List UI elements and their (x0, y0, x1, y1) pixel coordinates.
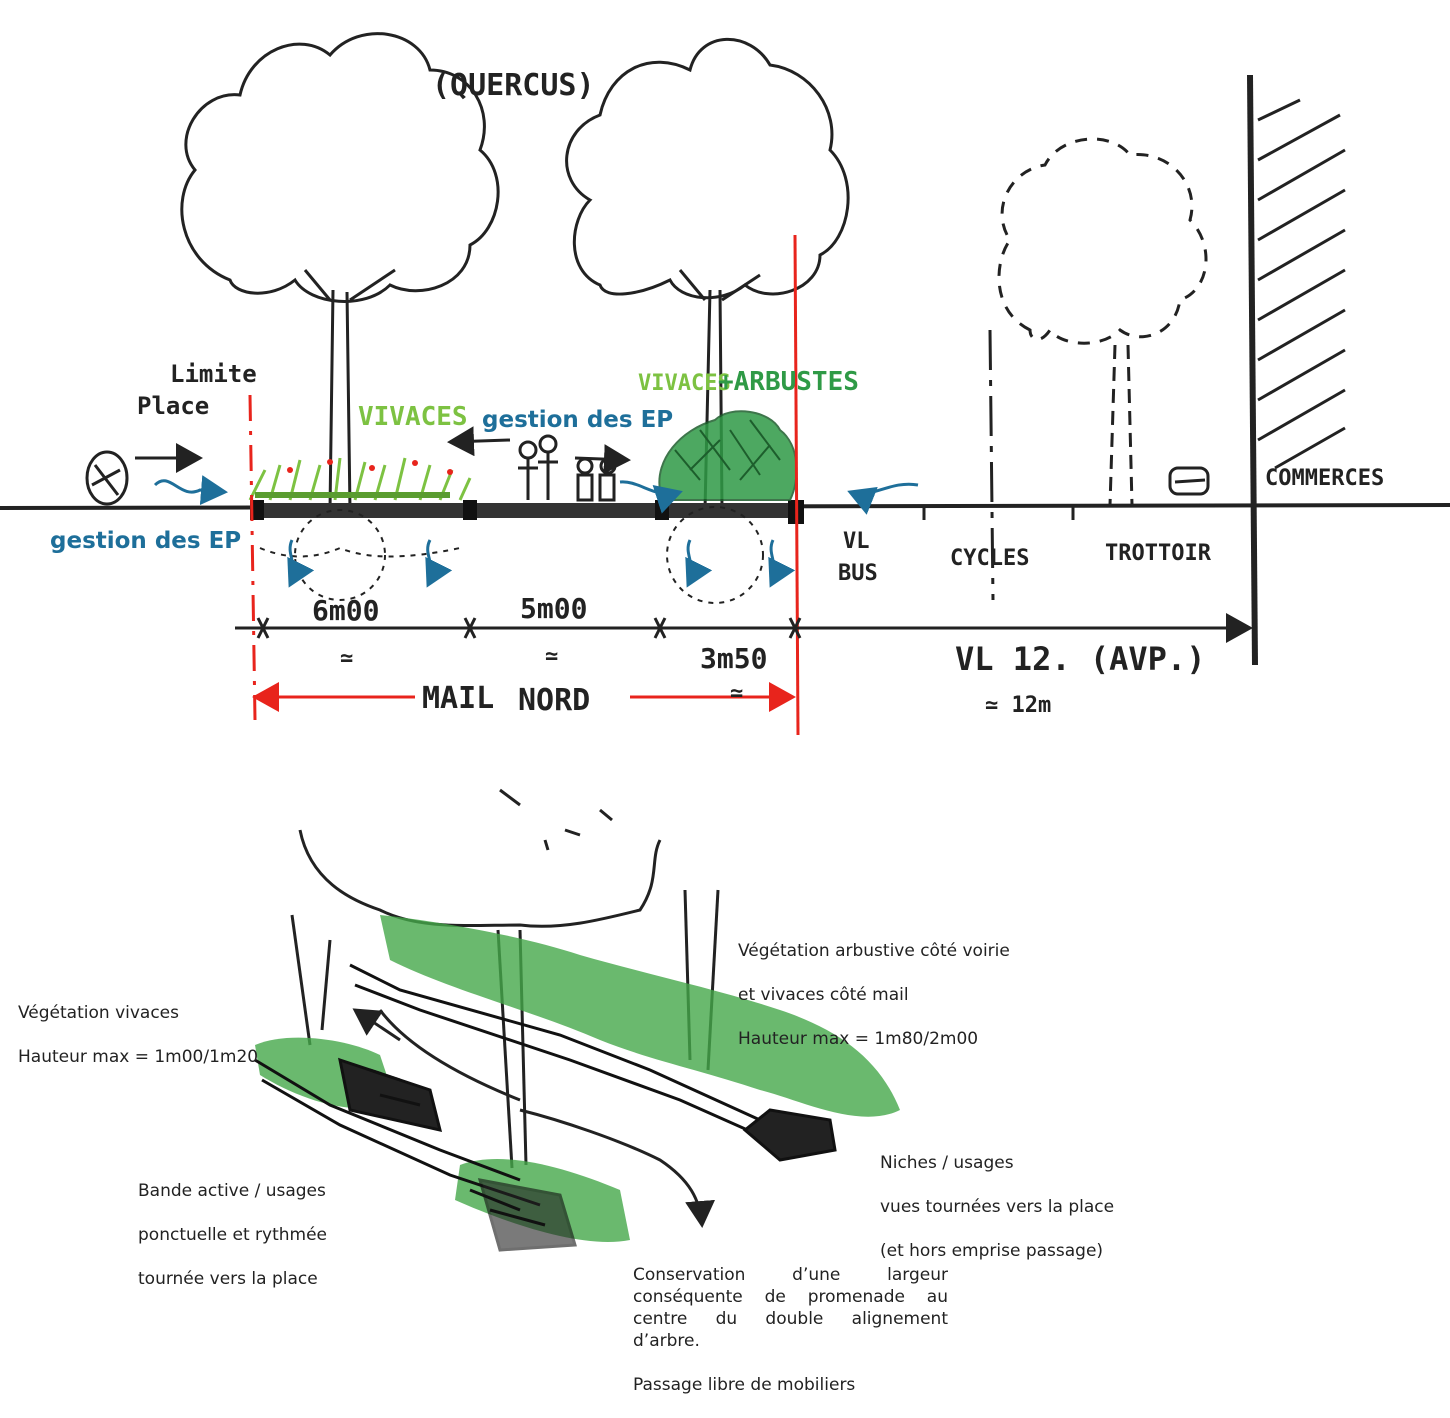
vl12-width-label: ≃ 12m (985, 693, 1051, 718)
mail-slab (255, 503, 795, 518)
cycles-label: CYCLES (950, 546, 1029, 571)
tree-trunk-dashed (1108, 344, 1134, 506)
building-wall (1247, 74, 1258, 666)
gestion-ep-top-label: gestion des EP (482, 407, 673, 433)
gestion-ep-left-label: gestion des EP (50, 528, 241, 554)
approx-2: ≃ (545, 644, 558, 669)
perspective-canopy (298, 829, 662, 928)
mail-label: MAIL (422, 681, 494, 716)
note-conservation: Conservation d’une largeur conséquente d… (633, 1265, 948, 1395)
red-limit-right (793, 234, 800, 736)
sketch-drawing: (QUERCUS) Limite Place VIVACES VIVACES +… (0, 32, 1450, 1252)
note-bande-active: Bande active / usages ponctuelle et ryth… (138, 1181, 328, 1289)
tree-trunk-left (303, 268, 396, 511)
tree-canopy-right (565, 37, 850, 300)
root-zone-right (666, 506, 764, 604)
promenade-arrow (519, 1108, 716, 1228)
tree-species-label: (QUERCUS) (432, 68, 595, 103)
limite-label-1: Limite (170, 360, 257, 388)
planting-vivaces (248, 457, 472, 501)
building-hatch (1257, 98, 1346, 470)
nord-label: NORD (518, 683, 590, 718)
dimension-3m50: 3m50 (700, 642, 767, 675)
tree-canopy-dashed (997, 137, 1208, 345)
vivaces-arbustes-label-1: VIVACES (638, 371, 731, 396)
urban-section-sketch: (QUERCUS) Limite Place VIVACES VIVACES +… (0, 32, 1450, 1395)
dimension-5m00: 5m00 (520, 592, 587, 625)
vl12-label: VL 12. (AVP.) (955, 640, 1205, 678)
approx-3: ≃ (730, 681, 743, 706)
note-vegetation-vivaces: Végétation vivaces Hauteur max = 1m00/1m… (18, 1003, 259, 1067)
dimension-6m00: 6m00 (312, 594, 379, 627)
root-zone-left (294, 509, 386, 601)
note-niches: Niches / usages vues tournées vers la pl… (880, 1153, 1115, 1261)
vl-label: VL (843, 529, 870, 554)
note-vegetation-arbustive: Végétation arbustive côté voirie et viva… (738, 941, 1010, 1049)
tree-trunk-right (678, 269, 761, 511)
trottoir-label: TROTTOIR (1105, 541, 1212, 566)
limite-label-2: Place (137, 392, 209, 420)
approx-1: ≃ (340, 646, 353, 671)
commerces-label: COMMERCES (1265, 466, 1384, 491)
vivaces-label: VIVACES (358, 402, 468, 432)
people-figures (85, 434, 1210, 506)
tree-canopy-left (180, 32, 500, 303)
bus-label: BUS (838, 561, 878, 586)
red-limit-left (248, 394, 257, 721)
vivaces-arbustes-label-2: +ARBUSTES (718, 367, 859, 397)
